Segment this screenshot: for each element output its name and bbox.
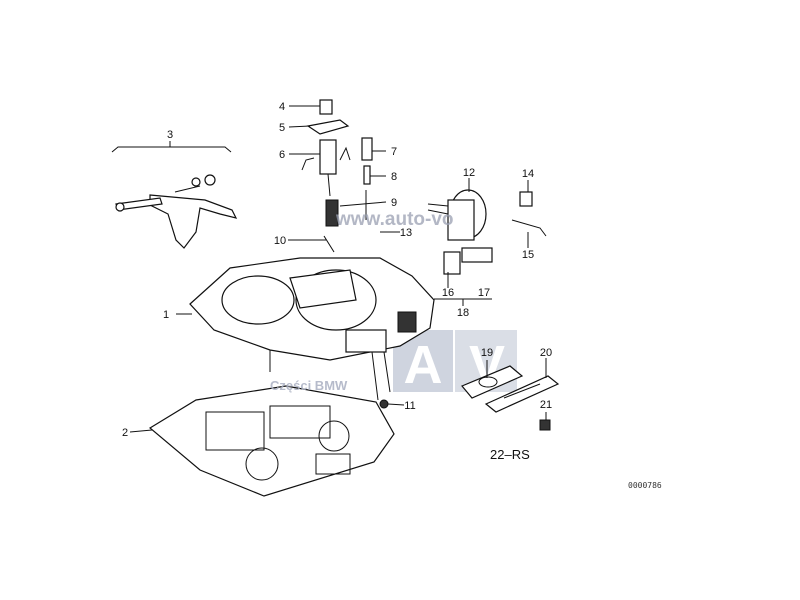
bracket-assembly xyxy=(111,141,238,249)
callout-21: 21 xyxy=(540,399,552,411)
callout-13: 13 xyxy=(400,227,412,239)
callout-14: 14 xyxy=(522,168,534,180)
callout-19: 19 xyxy=(481,347,493,359)
callout-labels: 1 2 3 4 5 6 7 8 9 10 11 12 13 14 15 16 1… xyxy=(122,101,552,439)
brand-watermark: Części BMW xyxy=(270,378,348,393)
callout-11: 11 xyxy=(404,400,415,412)
leader-lines xyxy=(129,105,547,433)
callout-17: 17 xyxy=(478,287,490,299)
callout-3: 3 xyxy=(167,129,173,141)
callout-10: 10 xyxy=(274,235,286,247)
callout-15: 15 xyxy=(522,249,534,261)
callout-2: 2 xyxy=(122,427,128,439)
carburettor-body xyxy=(189,257,435,409)
gasket xyxy=(148,385,395,497)
group-code: 22–RS xyxy=(490,447,530,462)
callout-8: 8 xyxy=(391,171,397,183)
callout-20: 20 xyxy=(540,347,552,359)
callout-7: 7 xyxy=(391,146,397,158)
site-watermark: www.auto-vo xyxy=(335,209,454,230)
callout-18: 18 xyxy=(457,307,469,319)
callout-16: 16 xyxy=(442,287,454,299)
catalog-number: 0000786 xyxy=(628,481,662,490)
vacuum-unit xyxy=(323,189,547,275)
logo-letter-a: A xyxy=(404,335,443,395)
callout-1: 1 xyxy=(163,309,169,321)
spacer-plates xyxy=(461,365,560,431)
callout-9: 9 xyxy=(391,197,397,209)
jet-parts xyxy=(361,137,373,220)
callout-5: 5 xyxy=(279,122,285,134)
callout-4: 4 xyxy=(279,101,285,113)
choke-linkage xyxy=(301,99,351,227)
callout-6: 6 xyxy=(279,149,285,161)
callout-12: 12 xyxy=(463,167,475,179)
